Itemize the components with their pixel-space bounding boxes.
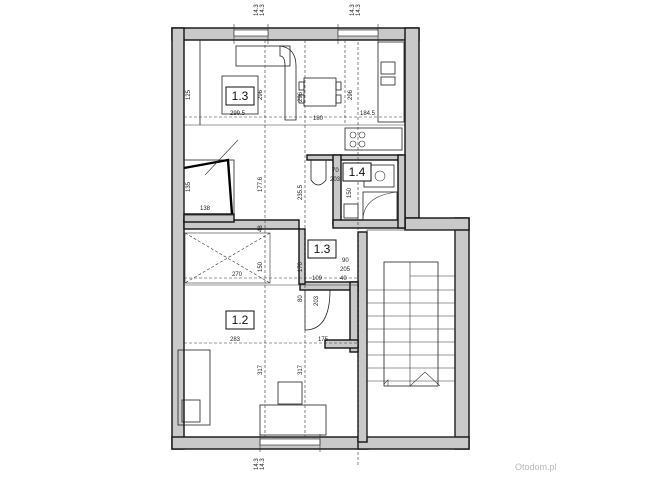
room-label-hall-text: 1.3 [314, 242, 331, 256]
room-label-living: 1.3 [225, 86, 255, 106]
dim-bedroom-317-2: 317 [298, 364, 304, 375]
dim-door-80: 80 [298, 295, 304, 302]
dimension-lines [184, 40, 405, 465]
bathroom-fixtures [310, 160, 398, 221]
dim-bedroom-283: 283 [230, 337, 241, 343]
dim-living-right: 184.5 [360, 111, 376, 117]
dim-bath-203: 203 [330, 177, 341, 183]
dim-living-width: 299.5 [230, 111, 246, 117]
dim-bath-150: 150 [347, 187, 353, 198]
watermark-text: Otodom.pl [515, 462, 557, 472]
dim-living-h3: 296 [348, 89, 354, 100]
room-label-hall: 1.3 [307, 239, 337, 259]
dimension-texts: 14.3 14.3 14.3 14.3 14.3 14.3 299.5 184.… [186, 4, 376, 470]
closet [183, 139, 239, 216]
room-label-bedroom-text: 1.2 [232, 313, 249, 327]
dim-top-left: 14.3 [254, 4, 260, 16]
room-label-bathroom-text: 1.4 [349, 165, 366, 179]
room-label-bathroom: 1.4 [342, 162, 372, 182]
dim-bath-70: 70 [332, 168, 339, 174]
dim-bottom-2: 14.3 [260, 458, 266, 470]
dim-living-h1: 296 [258, 89, 264, 100]
dim-bedroom-317-1: 317 [258, 364, 264, 375]
inner-walls [183, 154, 406, 353]
dim-bottom: 14.3 [254, 458, 260, 470]
dim-door-203: 203 [314, 295, 320, 306]
room-label-bedroom: 1.2 [225, 310, 255, 330]
dim-top-left-2: 14.3 [260, 4, 266, 16]
staircase [366, 229, 456, 438]
dim-door-205: 205 [340, 267, 351, 273]
dim-bedroom-width: 270 [232, 272, 243, 278]
dim-top-right-2: 14.3 [356, 4, 362, 16]
living-furniture [184, 40, 405, 151]
dim-bedroom-175: 175 [318, 337, 329, 343]
dim-closet-depth: 135 [186, 181, 192, 192]
dim-door-90: 90 [342, 258, 349, 264]
window-marks [233, 24, 379, 452]
dim-hall-small: 48 [258, 225, 264, 232]
bedroom-fixtures [177, 232, 358, 436]
dim-bedroom-109: 109 [312, 276, 323, 282]
dim-living-h2: 296 [298, 91, 304, 102]
dim-corridor-2: 235.5 [298, 184, 304, 200]
dim-closet-width: 138 [200, 206, 211, 212]
room-label-living-text: 1.3 [232, 89, 249, 103]
dim-bedroom-150: 150 [258, 261, 264, 272]
dim-wall-left: 125 [186, 89, 192, 100]
dim-corridor-1: 177.6 [258, 176, 264, 192]
dim-side-170: 170 [298, 261, 304, 272]
dim-living-center: 180 [313, 116, 324, 122]
dim-bedroom-40: 40 [340, 276, 347, 282]
dim-top-right: 14.3 [350, 4, 356, 16]
